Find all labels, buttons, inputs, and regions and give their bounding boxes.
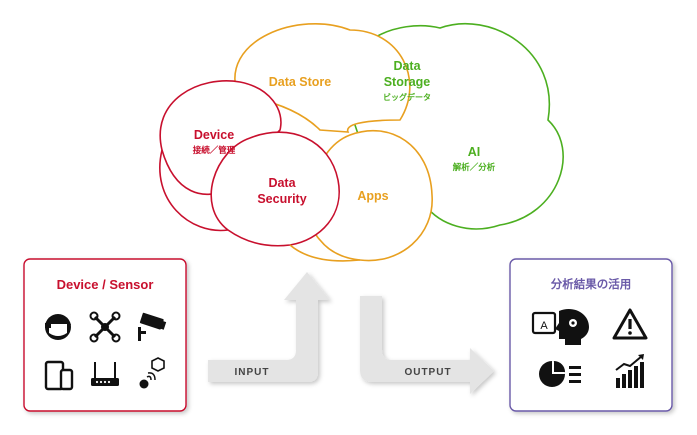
- data-storage-label-line1: Data: [393, 59, 421, 73]
- sensor-node-icon: [139, 357, 165, 389]
- input-arrow: [208, 272, 330, 382]
- cloud-group: Data Store Data Storage ビッグデータ Device 接続…: [159, 23, 564, 262]
- svg-text:A: A: [540, 320, 548, 332]
- data-security-label-line2: Security: [257, 192, 306, 206]
- security-camera-icon: [138, 312, 167, 341]
- pie-list-icon: [539, 361, 581, 387]
- cloud-outline-bottom: [289, 244, 361, 262]
- cloud-outline-left: [159, 149, 229, 232]
- data-storage-label-line2: Storage: [384, 75, 431, 89]
- output-arrow: [360, 296, 494, 394]
- device-subtitle: 接続／管理: [193, 145, 236, 156]
- input-arrow-label: INPUT: [235, 367, 270, 378]
- data-store-label: Data Store: [269, 75, 332, 89]
- face-recognition-icon: [45, 314, 71, 340]
- growth-chart-icon: [615, 354, 644, 388]
- router-icon: [91, 362, 119, 386]
- data-security-label-line1: Data: [268, 176, 296, 190]
- analysis-output-title: 分析結果の活用: [551, 277, 632, 291]
- device-bubble: [159, 80, 282, 196]
- device-sensor-box: Device / Sensor: [23, 258, 187, 412]
- tablet-phone-icon: [44, 360, 74, 391]
- data-security-bubble: [210, 131, 340, 247]
- analysis-output-box: 分析結果の活用 A: [509, 258, 673, 412]
- output-arrow-label: OUTPUT: [404, 367, 451, 378]
- ai-label: AI: [468, 145, 481, 159]
- device-sensor-title: Device / Sensor: [57, 277, 154, 292]
- data-store-bubble: [234, 23, 411, 133]
- warning-icon: [612, 308, 648, 340]
- apps-label: Apps: [357, 189, 388, 203]
- data-storage-subtitle: ビッグデータ: [383, 92, 431, 102]
- ai-head-icon: A: [531, 308, 589, 345]
- ai-subtitle: 解析／分析: [453, 162, 496, 173]
- drone-icon: [89, 311, 121, 343]
- device-label: Device: [194, 128, 234, 142]
